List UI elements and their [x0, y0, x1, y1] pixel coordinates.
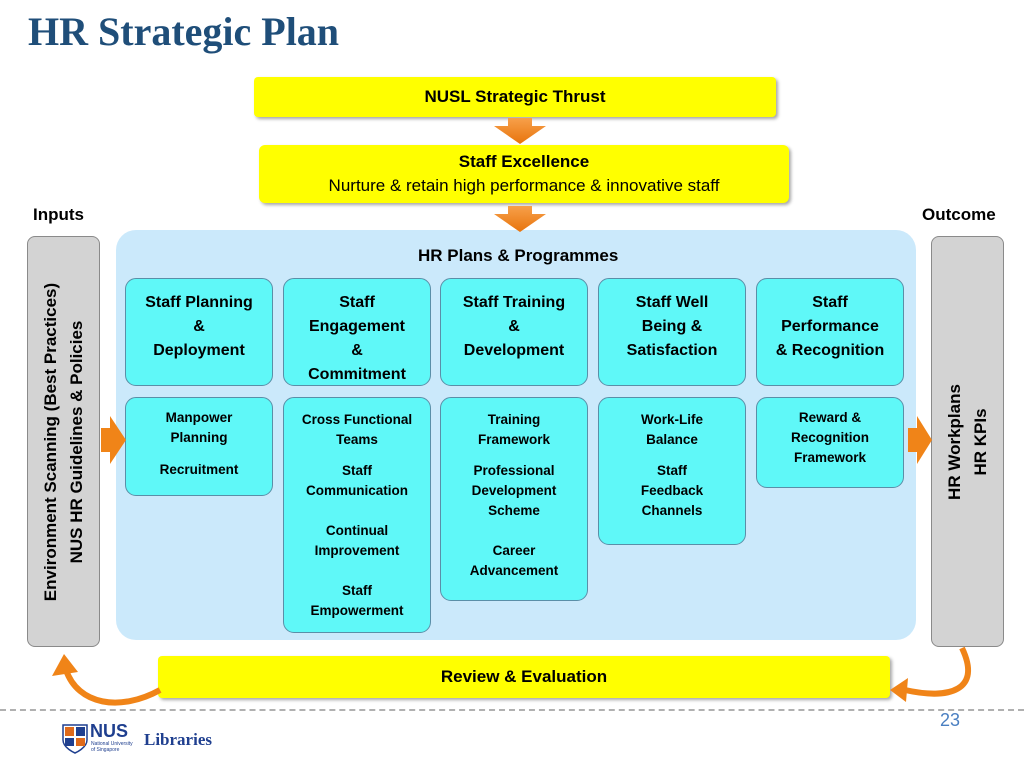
- list-item: Reward & Recognition Framework: [757, 408, 903, 468]
- staff-excellence-box: Staff Excellence Nurture & retain high p…: [259, 145, 789, 203]
- card-heading-line: Staff Planning: [145, 294, 253, 311]
- arrowhead-icon: [890, 678, 908, 702]
- nusl-strategic-thrust-box: NUSL Strategic Thrust: [254, 77, 776, 117]
- list-item: Staff Feedback Channels: [599, 461, 745, 521]
- list-item-line: Feedback: [640, 483, 704, 498]
- list-item-line: Recognition: [791, 430, 869, 445]
- list-item-line: Teams: [336, 432, 378, 447]
- card-staff-training-development: Staff Training & Development: [440, 278, 588, 386]
- curved-arrow-icon: [904, 646, 971, 697]
- list-item: Continual Improvement: [284, 521, 430, 561]
- list-item-line: Development: [471, 483, 557, 498]
- list-item-line: Communication: [305, 483, 408, 498]
- card-staff-well-being-satisfaction: Staff Well Being & Satisfaction: [598, 278, 746, 386]
- nus-logo-text: NUS: [90, 721, 129, 741]
- nus-logo-subtitle-line: National University: [91, 741, 133, 747]
- items-staff-training: Training Framework Professional Developm…: [440, 397, 588, 601]
- libraries-label: Libraries: [144, 730, 212, 749]
- list-item-line: Career: [492, 543, 536, 558]
- list-item-line: Empowerment: [310, 603, 404, 618]
- list-item-line: Professional: [473, 463, 555, 478]
- list-item-line: Continual: [325, 523, 389, 538]
- list-item-line: Scheme: [488, 503, 540, 518]
- list-item-line: Staff: [342, 583, 372, 598]
- card-staff-engagement-commitment: Staff Engagement & Commitment: [283, 278, 431, 386]
- card-heading-line: Staff: [812, 294, 848, 311]
- list-item-line: Improvement: [314, 543, 400, 558]
- nus-crest-icon: [62, 724, 88, 754]
- down-arrow-icon: [494, 118, 546, 144]
- list-item-line: Planning: [170, 430, 228, 445]
- card-heading-line: Development: [463, 342, 565, 359]
- list-item-line: Staff: [342, 463, 372, 478]
- items-staff-planning: Manpower Planning Recruitment: [125, 397, 273, 496]
- nus-logo-subtitle-line: of Singapore: [91, 747, 120, 753]
- page-title: HR Strategic Plan: [28, 9, 340, 54]
- curved-arrow-icon: [63, 668, 162, 706]
- nusl-strategic-thrust-label: NUSL Strategic Thrust: [424, 87, 606, 106]
- items-staff-performance: Reward & Recognition Framework: [756, 397, 904, 488]
- list-item: Career Advancement: [441, 541, 587, 581]
- card-heading-line: Staff Well: [635, 294, 709, 311]
- page-number: 23: [940, 710, 961, 730]
- outcome-label: Outcome: [922, 205, 996, 224]
- card-heading-line: Staff Training: [462, 294, 566, 311]
- review-evaluation-label: Review & Evaluation: [440, 667, 608, 686]
- card-heading-line: Deployment: [153, 342, 245, 359]
- card-heading-line: Commitment: [308, 366, 406, 383]
- arrowhead-icon: [52, 654, 78, 676]
- card-staff-performance-recognition: Staff Performance & Recognition: [756, 278, 904, 386]
- nus-logo-subtitle: National University of Singapore: [91, 741, 133, 753]
- list-item: Manpower Planning: [126, 408, 272, 448]
- inputs-box: Environment Scanning (Best Practices) NU…: [27, 236, 100, 647]
- card-heading-line: & Recognition: [775, 342, 885, 359]
- right-arrow-icon: [101, 416, 126, 464]
- list-item-line: Training: [487, 412, 541, 427]
- list-item-line: Staff: [657, 463, 687, 478]
- card-heading-line: Being &: [641, 318, 703, 335]
- list-item-line: Reward &: [798, 410, 862, 425]
- list-item-line: Cross Functional: [301, 412, 413, 427]
- card-heading-line: Engagement: [308, 318, 405, 335]
- card-heading-line: &: [508, 318, 520, 335]
- list-item-line: Recruitment: [159, 462, 239, 477]
- footer-divider: [0, 709, 1024, 711]
- staff-excellence-title: Staff Excellence: [458, 152, 590, 171]
- card-heading-line: Satisfaction: [626, 342, 718, 359]
- list-item: Staff Empowerment: [284, 581, 430, 621]
- list-item: Work-Life Balance: [599, 410, 745, 450]
- list-item: Cross Functional Teams: [284, 410, 430, 450]
- list-item: Staff Communication: [284, 461, 430, 501]
- outcome-box: HR Workplans HR KPIs: [931, 236, 1004, 647]
- card-staff-planning-deployment: Staff Planning & Deployment: [125, 278, 273, 386]
- list-item-line: Work-Life: [640, 412, 703, 427]
- right-arrow-icon: [908, 416, 932, 464]
- card-heading-line: Performance: [781, 318, 879, 335]
- card-heading-line: Staff: [339, 294, 375, 311]
- card-heading-line: &: [351, 342, 363, 359]
- down-arrow-icon: [494, 206, 546, 232]
- list-item-line: Channels: [641, 503, 703, 518]
- staff-excellence-subtitle: Nurture & retain high performance & inno…: [328, 176, 720, 195]
- list-item: Professional Development Scheme: [441, 461, 587, 521]
- review-evaluation-box: Review & Evaluation: [158, 656, 890, 698]
- list-item: Recruitment: [126, 460, 272, 480]
- items-staff-well-being: Work-Life Balance Staff Feedback Channel…: [598, 397, 746, 545]
- list-item-line: Advancement: [469, 563, 559, 578]
- list-item-line: Framework: [793, 450, 867, 465]
- card-heading-line: &: [193, 318, 205, 335]
- list-item-line: Balance: [646, 432, 698, 447]
- list-item-line: Manpower: [165, 410, 233, 425]
- items-staff-engagement: Cross Functional Teams Staff Communicati…: [283, 397, 431, 633]
- list-item-line: Framework: [477, 432, 551, 447]
- list-item: Training Framework: [441, 410, 587, 450]
- inputs-label: Inputs: [33, 205, 84, 224]
- hr-programmes-title: HR Plans & Programmes: [418, 246, 619, 265]
